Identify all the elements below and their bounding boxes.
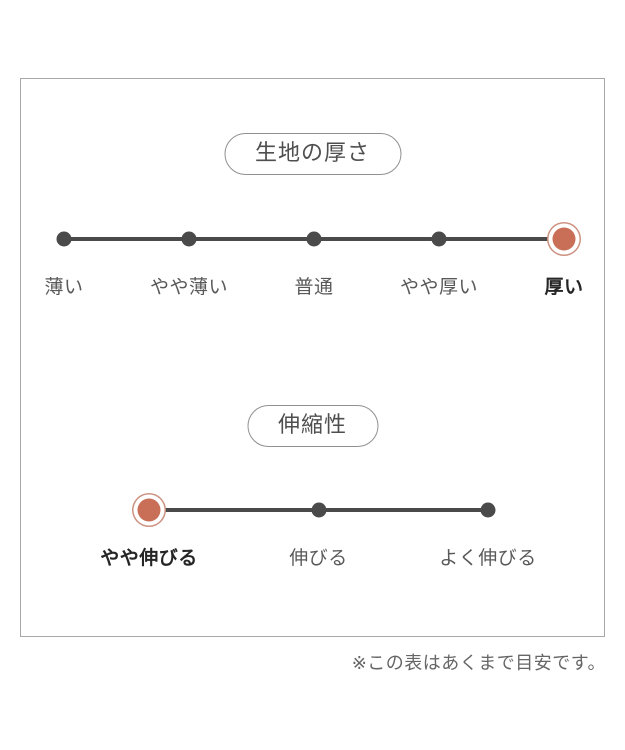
- thickness-title: 生地の厚さ: [254, 141, 371, 166]
- stretch-title: 伸縮性: [277, 413, 348, 438]
- stretch-title-badge: 伸縮性: [246, 405, 379, 447]
- scale-label: 厚い: [544, 276, 584, 298]
- spec-frame: 生地の厚さ 薄い やや薄い 普通 やや厚い 厚い: [20, 78, 605, 637]
- footnote: ※この表はあくまで目安です。: [351, 653, 606, 674]
- scale-dot: [311, 502, 326, 518]
- scale-dot: [56, 231, 72, 247]
- scale-dot: [480, 502, 496, 518]
- scale-label: やや薄い: [149, 276, 229, 298]
- scale-label: やや厚い: [399, 276, 479, 298]
- scale-label: よく伸びる: [439, 547, 537, 569]
- scale-label: 普通: [294, 276, 334, 298]
- scale-label: やや伸びる: [100, 547, 198, 569]
- scale-dot: [306, 231, 322, 247]
- thickness-title-badge: 生地の厚さ: [223, 133, 402, 175]
- scale-label: 伸びる: [289, 547, 348, 569]
- scale-label: 薄い: [44, 276, 84, 298]
- scale-dot: [431, 231, 447, 247]
- scale-dot: [181, 231, 197, 247]
- selected-marker-dot: [137, 498, 161, 522]
- selected-marker-dot: [552, 227, 576, 251]
